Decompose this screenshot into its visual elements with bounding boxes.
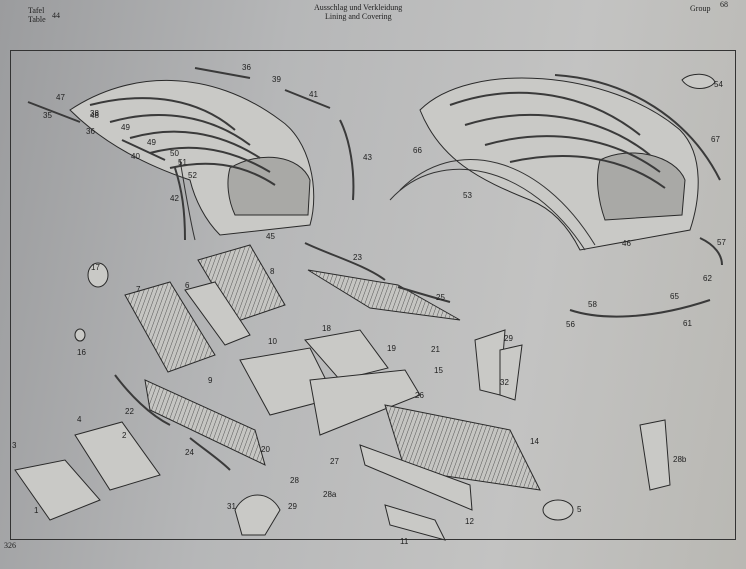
table-label-en: Table: [28, 15, 46, 24]
callout-32: 32: [500, 378, 509, 387]
callout-19: 19: [387, 344, 396, 353]
callout-57: 57: [717, 238, 726, 247]
callout-12: 12: [465, 517, 474, 526]
callout-53: 53: [463, 191, 472, 200]
callout-2: 2: [122, 431, 127, 440]
group-number: 68: [720, 0, 728, 9]
callout-31: 31: [227, 502, 236, 511]
callout-28: 28: [290, 476, 299, 485]
callout-3: 3: [12, 441, 17, 450]
callout-54: 54: [714, 80, 723, 89]
headliner-right: [389, 77, 699, 251]
callout-28a: 28a: [323, 490, 337, 499]
table-label-de: Tafel: [28, 6, 45, 15]
callout-21: 21: [431, 345, 440, 354]
callout-52: 52: [188, 171, 197, 180]
callout-1: 1: [34, 506, 39, 515]
callout-50: 50: [170, 149, 179, 158]
callout-36-upper: 36: [242, 63, 251, 72]
callout-24: 24: [185, 448, 194, 457]
callout-49-upper: 49: [121, 123, 130, 132]
callout-23: 23: [353, 253, 362, 262]
callout-58: 58: [588, 300, 597, 309]
title-english: Lining and Covering: [325, 12, 392, 21]
callout-7: 7: [136, 285, 141, 294]
callout-29-lower: 29: [288, 502, 297, 511]
callout-36-lower: 36: [86, 127, 95, 136]
callout-18: 18: [322, 324, 331, 333]
callout-42: 42: [170, 194, 179, 203]
callout-4: 4: [77, 415, 82, 424]
callout-6: 6: [185, 281, 190, 290]
callout-61: 61: [683, 319, 692, 328]
callout-26: 26: [415, 391, 424, 400]
callout-51: 51: [178, 158, 187, 167]
callout-15: 15: [434, 366, 443, 375]
callout-62: 62: [703, 274, 712, 283]
callout-47: 47: [56, 93, 65, 102]
callout-35: 35: [43, 111, 52, 120]
headliner-left: [69, 80, 315, 241]
callout-25: 25: [436, 293, 445, 302]
callout-8: 8: [270, 267, 275, 276]
title-german: Ausschlag und Verkleidung: [314, 3, 403, 12]
callout-38: 38: [90, 109, 99, 118]
trim-strips: [27, 67, 723, 318]
callout-46: 46: [622, 239, 631, 248]
callout-48: 48: [90, 111, 99, 120]
callout-22: 22: [125, 407, 134, 416]
callout-43: 43: [363, 153, 372, 162]
callout-66: 66: [413, 146, 422, 155]
callout-65: 65: [670, 292, 679, 301]
callout-17: 17: [91, 263, 100, 272]
diagram-border: [10, 50, 736, 540]
callout-11: 11: [400, 537, 409, 546]
callout-49-lower: 49: [147, 138, 156, 147]
callout-56: 56: [566, 320, 575, 329]
page-number: 326: [4, 541, 16, 550]
callout-5: 5: [577, 505, 582, 514]
table-number: 44: [52, 11, 60, 20]
callout-10: 10: [268, 337, 277, 346]
callout-labels: 1 2 3 4 5 6 7 8 9 10 11 12 14 15 16 17 1…: [12, 63, 726, 546]
callout-41: 41: [309, 90, 318, 99]
callout-39: 39: [272, 75, 281, 84]
callout-27: 27: [330, 457, 339, 466]
callout-9: 9: [208, 376, 213, 385]
callout-40: 40: [131, 152, 140, 161]
exploded-parts-diagram: 1 2 3 4 5 6 7 8 9 10 11 12 14 15 16 17 1…: [10, 50, 736, 546]
callout-16: 16: [77, 348, 86, 357]
callout-29-upper: 29: [504, 334, 513, 343]
callout-45: 45: [266, 232, 275, 241]
callout-28b: 28b: [673, 455, 687, 464]
callout-67: 67: [711, 135, 720, 144]
group-label: Group: [690, 4, 711, 13]
callout-14: 14: [530, 437, 539, 446]
callout-20: 20: [261, 445, 270, 454]
floor-mats: [14, 242, 671, 541]
